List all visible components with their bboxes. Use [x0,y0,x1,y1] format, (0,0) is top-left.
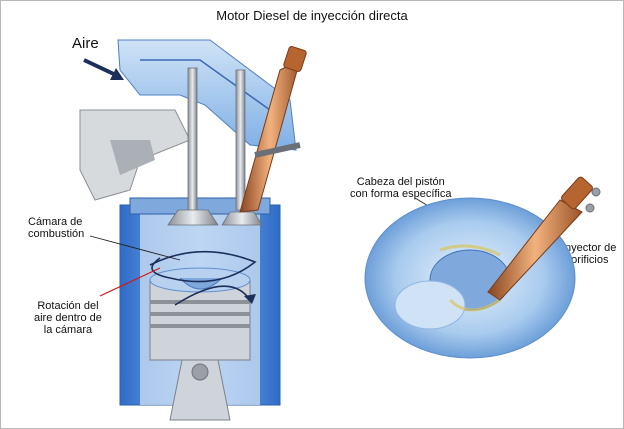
air-flow-arrow-icon [84,60,124,80]
engine-cylinder-cutaway-icon [80,40,296,420]
